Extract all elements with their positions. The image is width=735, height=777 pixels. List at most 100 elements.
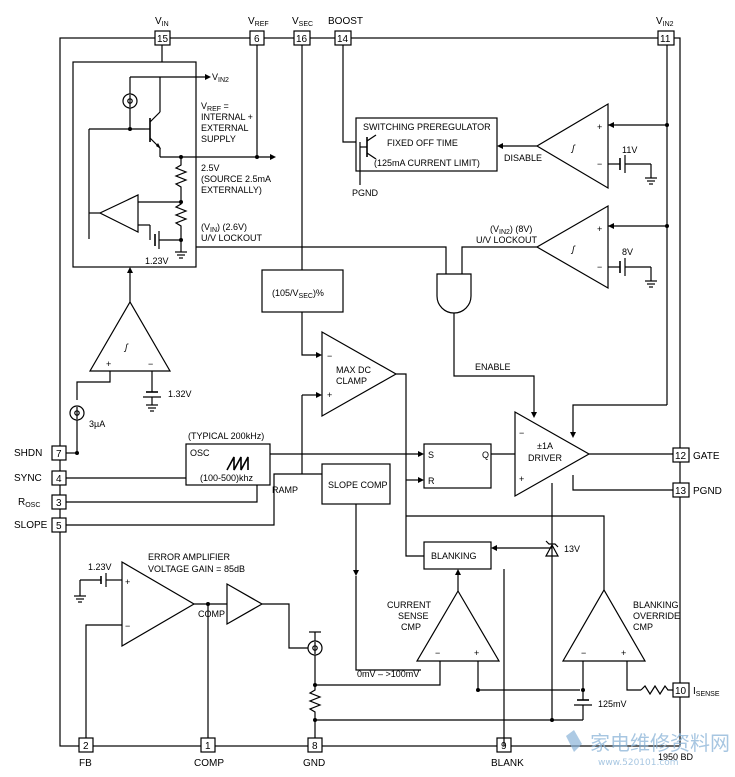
slope-comp-box: SLOPE COMP <box>321 463 421 671</box>
svg-text:ʃ: ʃ <box>570 244 576 254</box>
pin-boost: BOOST 14 <box>328 16 363 46</box>
pin-gnd: 8 GND <box>303 737 325 769</box>
svg-text:SYNC: SYNC <box>14 473 42 484</box>
svg-text:(105/VSEC)%: (105/VSEC)% <box>272 288 324 300</box>
svg-text:BOOST: BOOST <box>328 16 363 27</box>
sr-latch: S R Q <box>406 443 605 590</box>
watermark: 家电维修资料网 www.520101.com <box>566 730 730 768</box>
svg-text:VREF =: VREF = <box>201 101 229 113</box>
svg-text:15: 15 <box>157 34 169 45</box>
pin-vin2: VIN2 11 <box>656 16 675 46</box>
svg-text:−: − <box>148 359 153 369</box>
svg-text:SENSE: SENSE <box>398 611 429 621</box>
svg-text:−: − <box>125 621 130 631</box>
svg-text:VSEC: VSEC <box>292 16 313 28</box>
svg-text:+: + <box>597 122 602 132</box>
svg-text:11: 11 <box>660 34 671 45</box>
svg-text:DRIVER: DRIVER <box>528 453 563 463</box>
svg-text:ʃ: ʃ <box>123 342 129 352</box>
svg-text:ISENSE: ISENSE <box>693 686 720 698</box>
svg-text:8: 8 <box>312 741 318 752</box>
svg-text:FIXED OFF TIME: FIXED OFF TIME <box>387 138 458 148</box>
svg-text:PGND: PGND <box>352 188 379 198</box>
svg-text:1.23V: 1.23V <box>145 256 169 266</box>
svg-text:家电维修资料网: 家电维修资料网 <box>590 731 730 755</box>
svg-text:3: 3 <box>56 498 62 509</box>
svg-text:CMP: CMP <box>633 622 653 632</box>
svg-text:+: + <box>474 648 479 658</box>
svg-text:+: + <box>106 359 111 369</box>
drawing-number: 1950 BD <box>658 752 694 762</box>
shdn-comparator: ʃ + − 3µA 1.32V <box>66 267 192 455</box>
svg-text:−: − <box>519 428 524 438</box>
svg-text:10: 10 <box>675 686 687 697</box>
ic-outline <box>59 37 681 747</box>
pin-fb: 2 FB <box>78 737 94 769</box>
svg-text:−: − <box>597 262 602 272</box>
blanking-override-comparator: − + BLANKING OVERRIDE CMP 125mV <box>561 588 680 720</box>
pin-vref: VREF 6 <box>248 16 269 46</box>
svg-text:1.23V: 1.23V <box>88 562 112 572</box>
svg-text:+: + <box>327 390 332 400</box>
svg-text:(TYPICAL 200kHz): (TYPICAL 200kHz) <box>188 431 264 441</box>
blanking-block: BLANKING 13V <box>423 540 580 746</box>
svg-text:GND: GND <box>303 758 325 769</box>
svg-text:CMP: CMP <box>401 622 421 632</box>
svg-text:MAX DC: MAX DC <box>336 365 372 375</box>
svg-text:+: + <box>519 474 524 484</box>
svg-text:4: 4 <box>56 474 62 485</box>
pin-pgnd: 13 PGND <box>672 482 722 498</box>
svg-text:13V: 13V <box>564 544 580 554</box>
svg-text:BLANK: BLANK <box>491 758 524 769</box>
svg-text:16: 16 <box>296 34 308 45</box>
svg-text:(VIN2) (8V): (VIN2) (8V) <box>490 224 532 236</box>
pin-comp: 1 COMP <box>194 737 224 769</box>
svg-text:7: 7 <box>56 449 62 460</box>
svg-text:+: + <box>597 224 602 234</box>
svg-text:12: 12 <box>675 451 687 462</box>
svg-text:VIN: VIN <box>155 16 169 28</box>
svg-text:−: − <box>581 648 586 658</box>
svg-text:SWITCHING PREREGULATOR: SWITCHING PREREGULATOR <box>363 122 491 132</box>
svg-text:COMP: COMP <box>194 758 224 769</box>
svg-text:±1A: ±1A <box>537 441 553 451</box>
svg-text:BLANKING: BLANKING <box>431 551 477 561</box>
svg-text:CLAMP: CLAMP <box>336 376 367 386</box>
svg-text:SHDN: SHDN <box>14 448 42 459</box>
pin-sync: SYNC 4 <box>14 470 67 486</box>
svg-text:OVERRIDE: OVERRIDE <box>633 611 680 621</box>
svg-text:+: + <box>621 648 626 658</box>
svg-text:VOLTAGE GAIN = 85dB: VOLTAGE GAIN = 85dB <box>148 564 245 574</box>
svg-text:VIN2: VIN2 <box>212 72 229 84</box>
pin-gate: 12 GATE <box>672 447 720 463</box>
svg-text:(125mA CURRENT LIMIT): (125mA CURRENT LIMIT) <box>374 158 480 168</box>
svg-text:0mV – >100mV: 0mV – >100mV <box>357 669 419 679</box>
svg-text:9: 9 <box>501 741 507 752</box>
svg-text:13: 13 <box>675 486 687 497</box>
svg-text:BLANKING: BLANKING <box>633 600 679 610</box>
svg-text:(VIN) (2.6V): (VIN) (2.6V) <box>201 222 247 234</box>
vin2-uvlo: ʃ + − 8V (VIN2) (8V) U/V LOCKOUT <box>461 204 669 290</box>
svg-text:OSC: OSC <box>190 448 210 458</box>
svg-text:−: − <box>327 351 332 361</box>
reference-block: VIN2 1.23V VREF = <box>72 45 276 268</box>
svg-text:COMP: COMP <box>198 609 225 619</box>
max-dc-clamp: − + MAX DC CLAMP <box>301 330 424 557</box>
switching-preregulator: SWITCHING PREREGULATOR FIXED OFF TIME (1… <box>342 45 669 198</box>
svg-text:+: + <box>125 577 130 587</box>
svg-text:ERROR AMPLIFIER: ERROR AMPLIFIER <box>148 552 231 562</box>
svg-text:Q: Q <box>482 450 489 460</box>
oscillator: (TYPICAL 200kHz) OSC (100-500)khz RAMP <box>66 431 424 526</box>
svg-text:8V: 8V <box>622 247 633 257</box>
svg-text:2.5V: 2.5V <box>201 163 220 173</box>
svg-text:SLOPE COMP: SLOPE COMP <box>328 480 388 490</box>
svg-text:−: − <box>435 648 440 658</box>
svg-text:DISABLE: DISABLE <box>504 153 542 163</box>
svg-text:11V: 11V <box>622 145 637 155</box>
pin-blank: 9 BLANK <box>491 737 524 769</box>
svg-text:U/V LOCKOUT: U/V LOCKOUT <box>201 233 263 243</box>
svg-text:VREF: VREF <box>248 16 269 28</box>
svg-text:ʃ: ʃ <box>570 143 576 153</box>
svg-text:1.32V: 1.32V <box>168 389 192 399</box>
